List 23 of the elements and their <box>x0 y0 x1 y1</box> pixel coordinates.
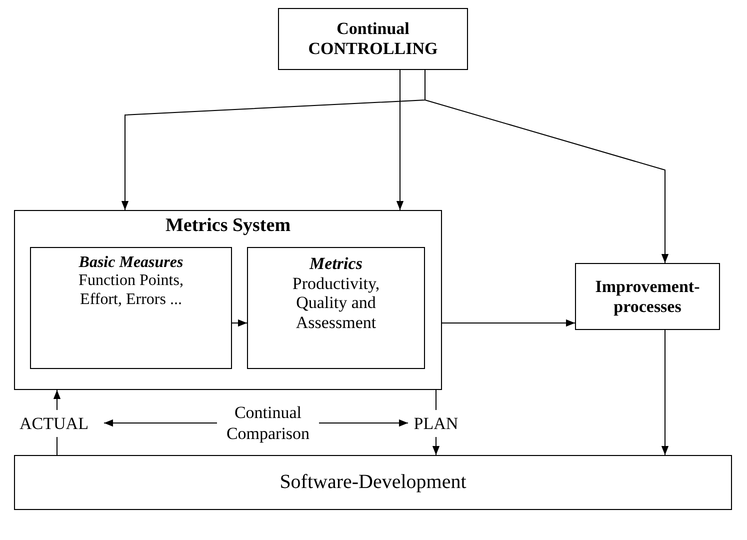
box-text: Productivity, Quality and Assessment <box>291 274 381 332</box>
process-box <box>30 247 232 369</box>
process-box <box>247 247 425 369</box>
text-label: PLAN <box>414 414 458 434</box>
arrow <box>661 330 669 456</box>
box-text: Software-Development <box>280 471 466 494</box>
arrow <box>396 70 404 210</box>
process-box <box>14 455 732 510</box>
process-box <box>278 8 468 70</box>
arrow <box>53 390 61 410</box>
process-box <box>575 263 720 330</box>
system-box <box>14 210 442 390</box>
box-heading: Metrics <box>310 254 362 274</box>
box-text: Continual CONTROLLING <box>307 19 439 59</box>
arrow <box>424 70 669 264</box>
box-text: Function Points, Effort, Errors ... <box>78 272 184 310</box>
text-label: ACTUAL <box>20 414 88 434</box>
box-heading: Basic Measures <box>78 254 184 272</box>
arrow <box>442 319 576 327</box>
box-text: Improvement-processes <box>594 276 701 316</box>
box-text: Metrics System <box>165 215 291 237</box>
arrow <box>432 436 440 456</box>
arrow <box>232 319 248 327</box>
